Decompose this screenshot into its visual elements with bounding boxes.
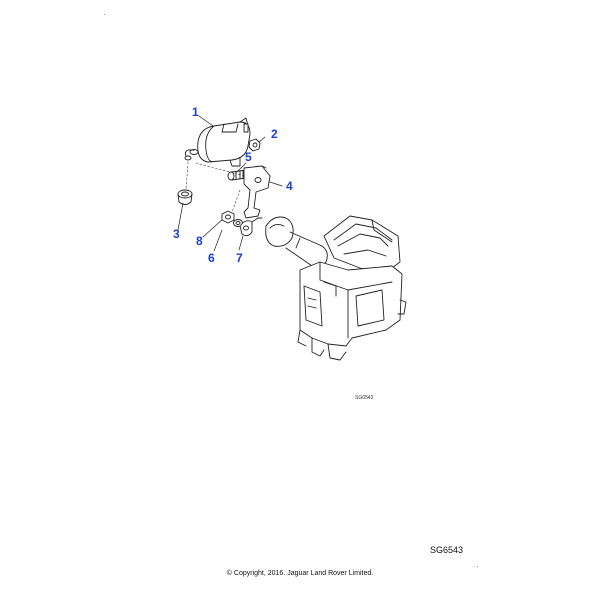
scan-artifact-dot	[477, 566, 478, 567]
part-4-bracket	[243, 165, 271, 219]
leader-4	[269, 181, 283, 187]
callout-4: 4	[286, 179, 293, 193]
leader-6	[213, 229, 223, 252]
callout-2: 2	[271, 127, 278, 141]
part-2-nut	[248, 138, 261, 152]
part-7-clip	[239, 217, 263, 237]
part-1-actuator	[184, 117, 251, 167]
drawing-reference-small: SG6543	[355, 395, 374, 401]
callout-5: 5	[245, 150, 252, 164]
callout-1: 1	[192, 105, 199, 119]
part-8-nut	[221, 210, 235, 224]
part-5-bolt	[227, 169, 247, 181]
leader-3	[177, 202, 184, 231]
part-3-bush	[177, 189, 193, 205]
callout-6: 6	[208, 251, 215, 265]
leader-8	[202, 217, 225, 238]
scan-artifact-dot	[104, 14, 105, 15]
callout-8: 8	[196, 234, 203, 248]
assembly-lines	[185, 161, 246, 213]
copyright-notice: © Copyright, 2016. Jaguar Land Rover Lim…	[226, 570, 374, 577]
drawing-reference: SG6543	[430, 545, 464, 555]
leader-7	[238, 235, 244, 251]
callout-3: 3	[173, 227, 180, 241]
callout-7: 7	[236, 251, 243, 265]
gear-selector-assembly	[265, 215, 407, 361]
leader-5	[236, 162, 247, 173]
